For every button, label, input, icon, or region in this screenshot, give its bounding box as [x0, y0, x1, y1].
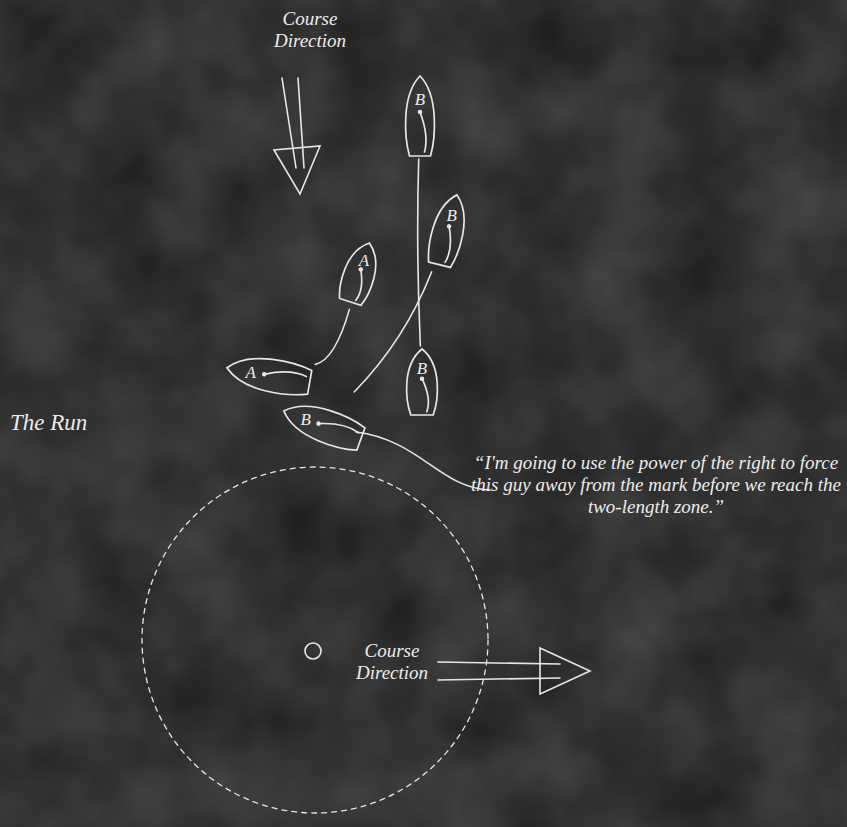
- boat-letter: B: [446, 207, 456, 224]
- boat-letter: B: [415, 91, 425, 108]
- mark: [305, 643, 321, 659]
- boat-letter: B: [417, 360, 427, 377]
- boat: B: [402, 73, 438, 159]
- boat-letter: A: [245, 363, 255, 380]
- boat: A: [221, 348, 316, 402]
- course-arrow: [274, 78, 320, 194]
- boat: B: [421, 188, 475, 272]
- boat: A: [332, 235, 388, 310]
- boat: B: [275, 392, 370, 458]
- boat-hull: [421, 188, 475, 272]
- boat-track: [418, 159, 421, 346]
- section-title: The Run: [10, 410, 160, 436]
- zone-circle: [142, 467, 488, 813]
- boat-hull: [332, 235, 388, 310]
- boat: B: [403, 346, 441, 418]
- boat-hull: [221, 348, 316, 402]
- boat-hull: [402, 73, 438, 159]
- leader-line: [356, 432, 490, 490]
- boat-hull: [275, 392, 370, 458]
- skipper-quote: “I'm going to use the power of the right…: [470, 452, 842, 518]
- boat-letter: B: [301, 411, 311, 428]
- boat-hull: [403, 346, 441, 418]
- boat-letter: A: [359, 251, 369, 268]
- course-direction: Course Direction: [338, 640, 446, 684]
- boat-track: [354, 272, 431, 392]
- course-arrow: [438, 648, 590, 694]
- boat-track: [315, 309, 349, 364]
- course-direction: Course Direction: [252, 8, 368, 52]
